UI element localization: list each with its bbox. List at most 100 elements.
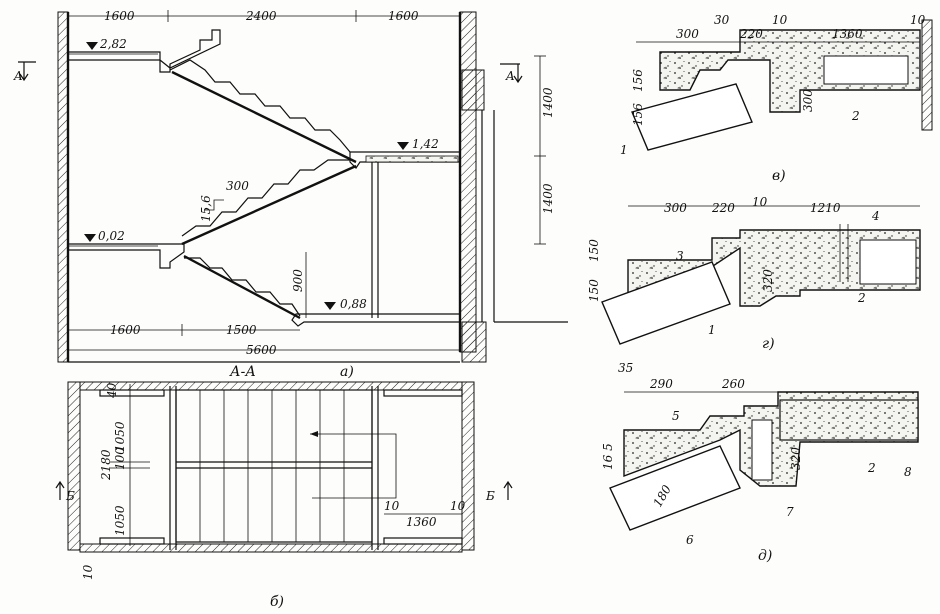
detail-v-landing-rib <box>823 55 909 85</box>
detail-d-dim-260: 260 <box>721 377 745 391</box>
detail-v-dim-220: 220 <box>739 27 763 41</box>
detail-v-dim-30: 30 <box>714 13 730 27</box>
detail-v-dim-300v: 300 <box>801 89 815 112</box>
dim-top-3: 1600 <box>388 9 419 23</box>
step-height-label: 15,6 <box>199 195 213 222</box>
level-marker-low <box>84 234 96 242</box>
plan-section-arrow-left <box>55 480 65 500</box>
plan-dim-lower-flight: 1050 <box>113 505 127 536</box>
detail-g-dim-150b: 150 <box>587 279 601 302</box>
plan-flights-outline <box>175 389 373 543</box>
right-wall-block <box>461 69 485 111</box>
detail-g-dim-1210: 1210 <box>810 201 841 215</box>
detail-g-flight-beam <box>601 261 731 345</box>
dim-right-lower: 1400 <box>541 183 555 214</box>
detail-d-landing-slab <box>779 399 919 441</box>
section-arrow-right <box>513 64 523 84</box>
detail-d-dim-165: 16 5 <box>601 443 615 470</box>
detail-g-dim-300: 300 <box>664 201 687 215</box>
detail-v-dim-1360: 1360 <box>832 27 863 41</box>
basement-flight-soffit <box>183 254 301 320</box>
level-low-label: 0,02 <box>98 229 125 243</box>
detail-d-label-2: 2 <box>867 461 876 475</box>
detail-v-dim-10b: 10 <box>910 13 926 27</box>
detail-v-label-2: 2 <box>851 109 860 123</box>
dim-top-1: 1600 <box>104 9 135 23</box>
section-a-drawing: 1600 2400 1600 2,82 1,42 0,02 0,88 1400 … <box>13 9 568 380</box>
plan-dim-upper-flight: 1050 <box>113 421 127 452</box>
left-wall <box>57 11 69 363</box>
plan-treads <box>199 390 345 542</box>
top-landing-slab <box>67 29 221 73</box>
dim-bottom-1: 1600 <box>110 323 141 337</box>
section-mark-left: A <box>13 69 23 83</box>
detail-d-label-6: 6 <box>686 533 694 547</box>
dim-top-2: 2400 <box>245 9 277 23</box>
plan-dim-top-gap: 40 <box>105 382 119 399</box>
detail-v-dim-10a: 10 <box>772 13 788 27</box>
plan-landing-top-left <box>99 389 165 397</box>
caption-v: в) <box>772 168 786 184</box>
plan-section-mark-left: Б <box>65 489 75 503</box>
plan-right-wall <box>461 381 475 551</box>
caption-d: д) <box>758 548 772 564</box>
detail-d-dim-35: 35 <box>618 361 633 375</box>
plan-dim-total-width: 2180 <box>99 449 113 481</box>
right-wall-base <box>461 321 487 363</box>
level-bottom-label: 0,88 <box>340 297 367 311</box>
detail-v-dim-300: 300 <box>676 27 699 41</box>
plan-landing-bottom-right <box>383 537 463 545</box>
detail-g-section <box>627 229 921 307</box>
detail-d-flight-beam <box>609 445 741 531</box>
detail-v-flight-beam <box>631 83 753 151</box>
plan-dim-right-gap: 10 <box>450 499 466 513</box>
plan-travel-path <box>310 433 397 499</box>
plan-section-mark-right: Б <box>485 489 495 503</box>
level-marker-bottom <box>324 302 336 310</box>
detail-v-section <box>659 29 921 113</box>
plan-dim-gap: 100 <box>113 447 127 470</box>
detail-g-landing-rib <box>859 239 917 285</box>
plan-travel-arrowhead <box>310 431 318 437</box>
detail-v-dim-156b: 156 <box>631 103 645 126</box>
dim-900-label: 900 <box>291 269 305 292</box>
detail-g-dim-320: 320 <box>761 269 775 292</box>
basement-flight-steps <box>184 257 301 317</box>
detail-v-wall <box>921 19 933 131</box>
detail-g-label-2: 2 <box>857 291 866 305</box>
detail-d-dim-290: 290 <box>649 377 673 391</box>
upper-flight-soffit <box>171 70 357 164</box>
plan-section-arrow-right <box>503 480 513 500</box>
middle-landing-slab <box>349 151 461 169</box>
detail-g-dim-10: 10 <box>752 195 768 209</box>
plan-b-drawing: 40 1050 2180 100 1050 10 10 1360 10 Б Б … <box>55 381 513 610</box>
plan-bottom-wall <box>79 543 463 553</box>
plan-dim-landing-label: 1360 <box>406 515 437 529</box>
detail-g-dim-220: 220 <box>711 201 735 215</box>
detail-g-label-3: 3 <box>676 249 684 263</box>
plan-left-wall <box>67 381 81 551</box>
middle-landing-fill <box>365 155 459 163</box>
plan-dim-bottom-gap: 10 <box>81 564 95 580</box>
detail-g-label-4: 4 <box>871 209 880 223</box>
section-arrow-left <box>19 62 29 82</box>
right-wall <box>459 11 477 353</box>
detail-g-dim-150a: 150 <box>587 239 601 262</box>
plan-top-wall <box>79 381 463 391</box>
section-mark-right: A <box>505 69 515 83</box>
dim-total-label: 5600 <box>246 343 277 357</box>
dim-right-upper: 1400 <box>541 87 555 118</box>
detail-v-drawing: 300 30 220 10 1360 10 156 156 300 1 2 в) <box>620 13 933 184</box>
detail-d-label-5: 5 <box>672 409 680 423</box>
plan-dim-10: 10 <box>384 499 400 513</box>
detail-g-label-1: 1 <box>708 323 716 337</box>
lower-flight-steps <box>181 159 350 237</box>
plan-landing-bottom-left <box>99 537 165 545</box>
lower-landing-slab <box>67 243 185 269</box>
detail-v-label-1: 1 <box>620 143 628 157</box>
dim-bottom-2: 1500 <box>226 323 257 337</box>
caption-b: б) <box>270 594 284 610</box>
level-mid-label: 1,42 <box>412 137 439 151</box>
detail-g-drawing: 300 220 10 1210 150 150 320 1 2 3 4 г) <box>587 195 921 352</box>
